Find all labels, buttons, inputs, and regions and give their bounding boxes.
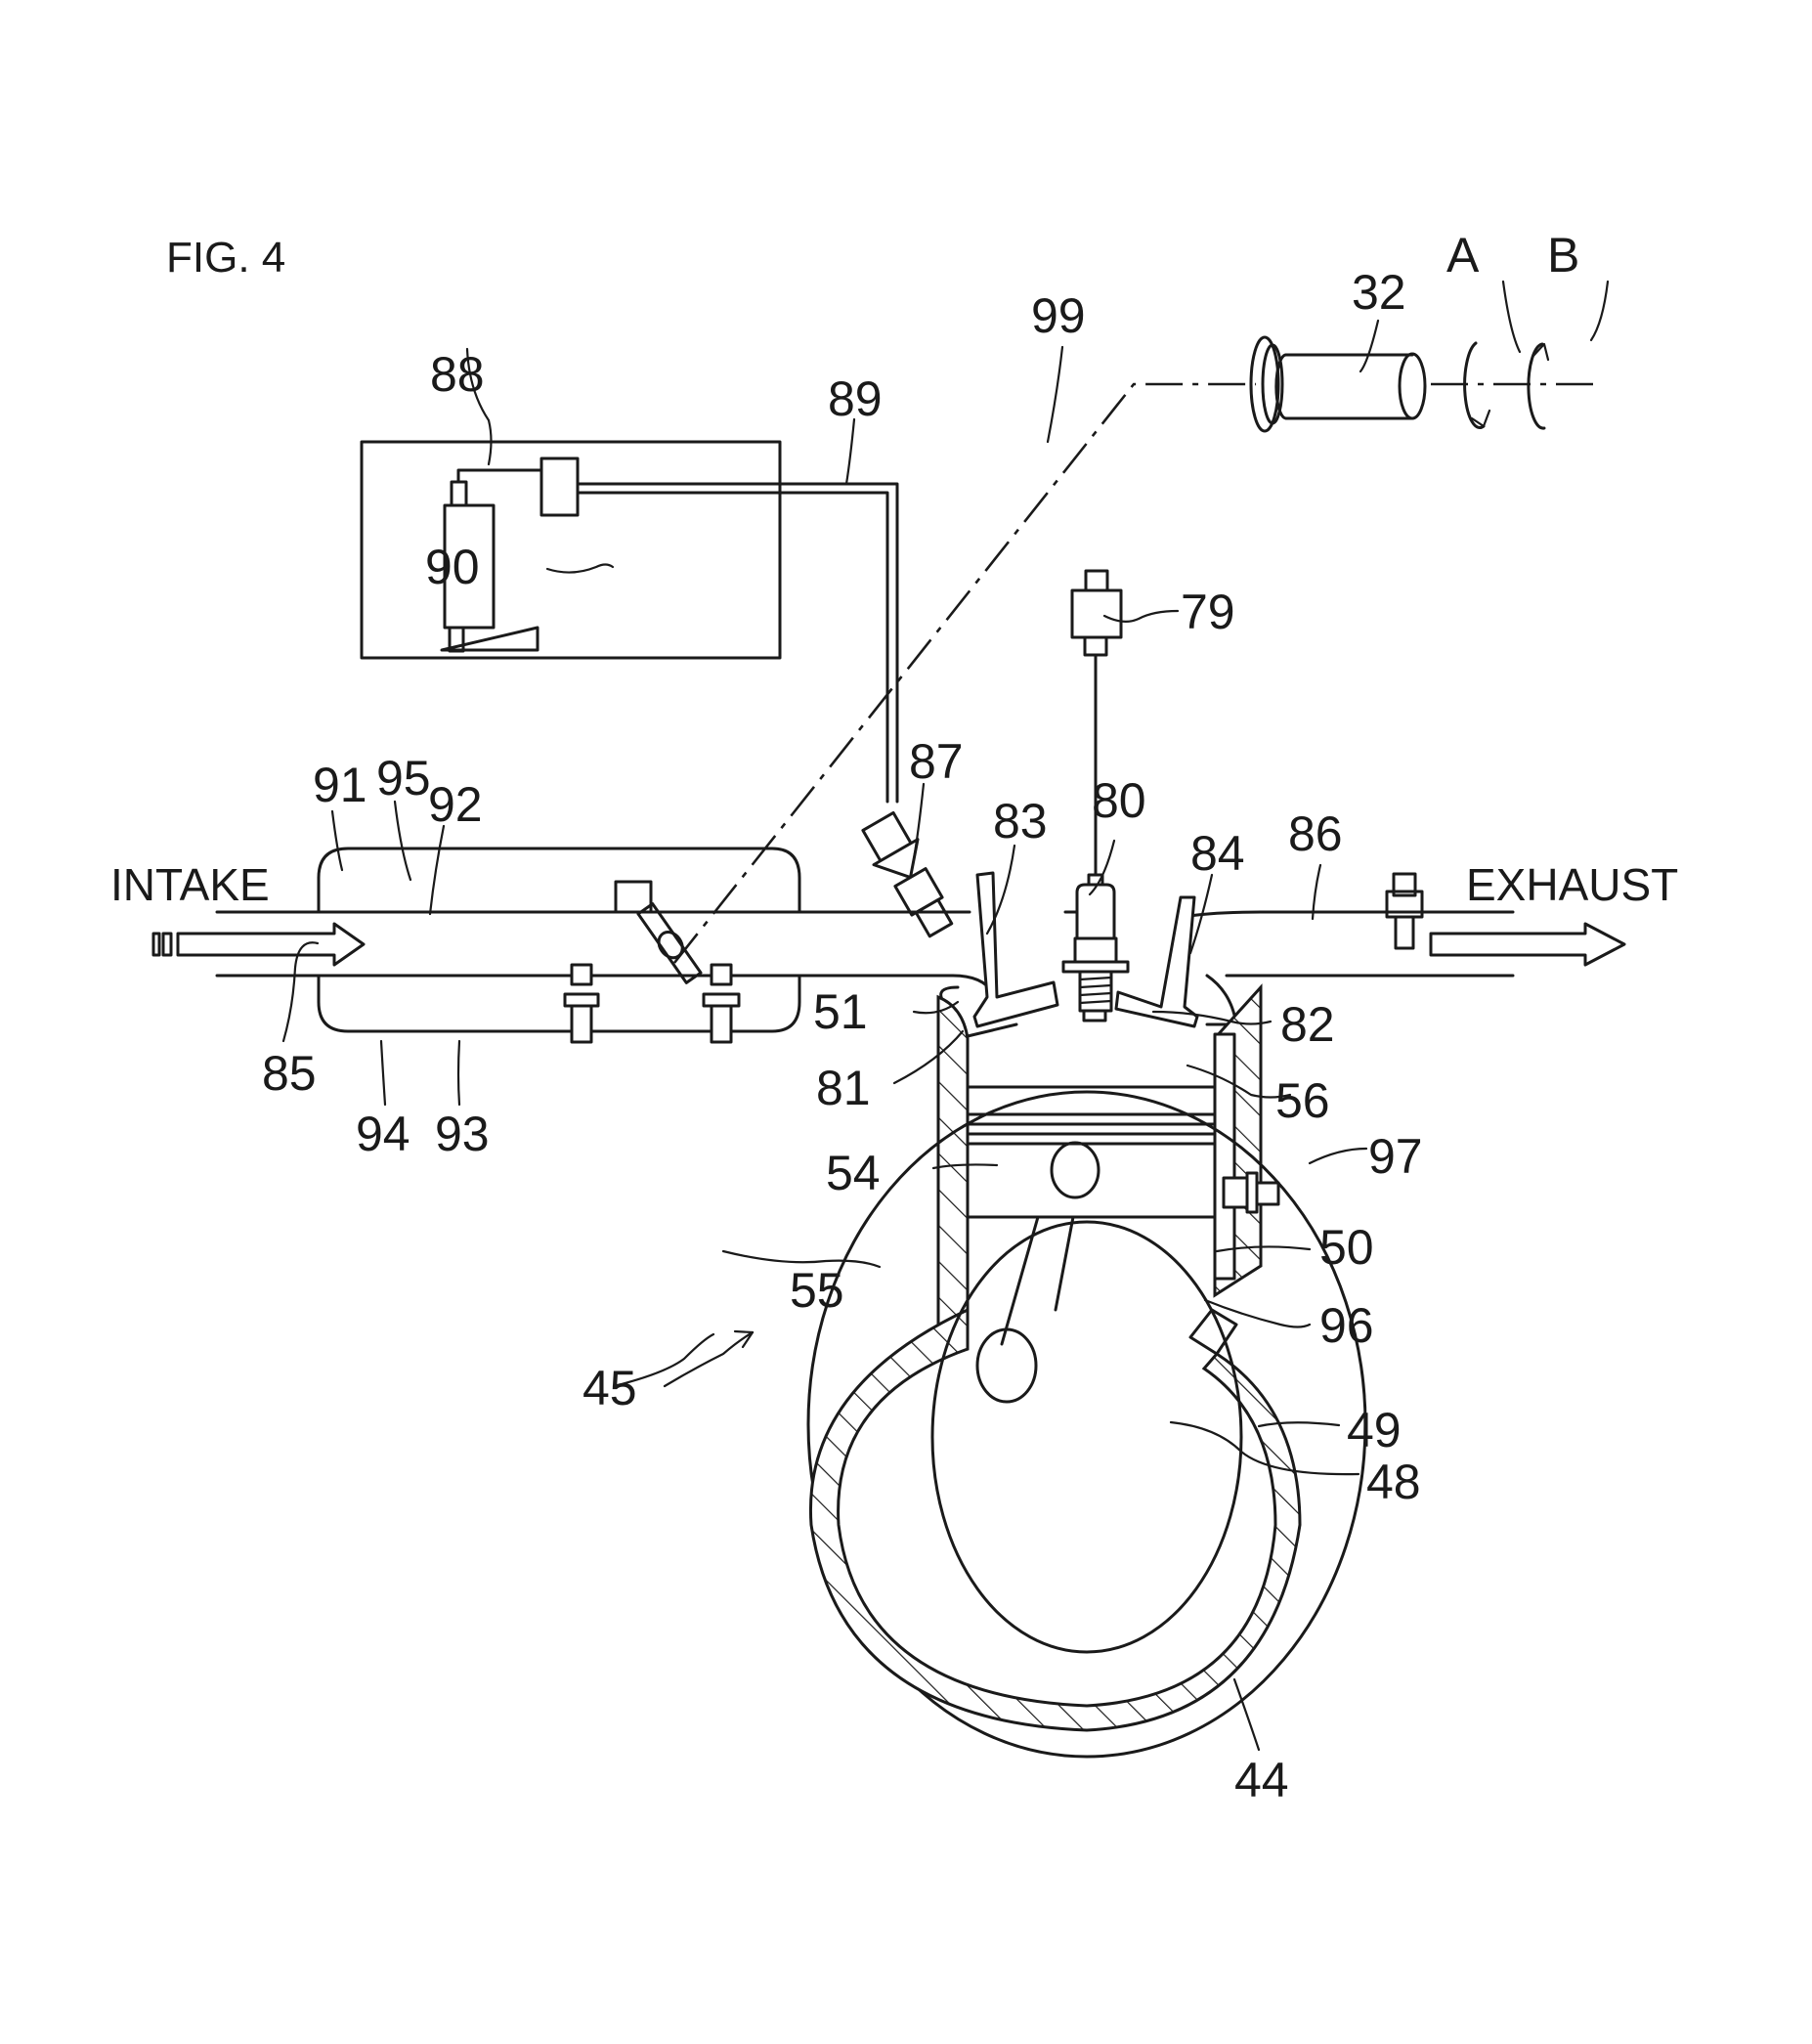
numeral-81: 81	[816, 1061, 871, 1115]
rotation-label-a: A	[1446, 228, 1480, 283]
numeral-82: 82	[1280, 997, 1335, 1052]
numeral-92: 92	[428, 777, 483, 832]
numeral-96: 96	[1319, 1298, 1374, 1353]
numeral-99: 99	[1031, 288, 1086, 343]
crankshaft	[930, 1220, 1243, 1654]
numeral-97: 97	[1368, 1129, 1423, 1184]
cylinder	[936, 983, 1280, 1362]
numeral-95: 95	[376, 751, 431, 805]
numeral-56: 56	[1275, 1073, 1330, 1128]
numeral-83: 83	[993, 794, 1048, 848]
piston	[966, 1085, 1217, 1219]
figure-title: FIG. 4	[166, 234, 285, 282]
numeral-84: 84	[1190, 826, 1245, 881]
numeral-32: 32	[1352, 265, 1406, 320]
intake-pressure-sensor	[702, 963, 741, 1044]
numeral-90: 90	[425, 540, 480, 594]
numeral-50: 50	[1319, 1220, 1374, 1275]
injector	[861, 810, 954, 938]
rotation-label-b: B	[1547, 228, 1579, 283]
numeral-54: 54	[826, 1146, 881, 1200]
connecting-rod	[975, 1215, 1075, 1404]
numeral-45: 45	[582, 1361, 637, 1415]
numeral-79: 79	[1181, 585, 1235, 639]
throttle-cable	[672, 382, 1256, 964]
intake-valve	[972, 871, 1059, 1028]
numeral-48: 48	[1366, 1455, 1421, 1509]
numeral-89: 89	[828, 371, 883, 426]
crank-chamber-wall	[808, 1307, 1302, 1732]
engine-pointer-arrow	[663, 1330, 755, 1388]
numeral-55: 55	[790, 1263, 844, 1318]
numeral-94: 94	[356, 1107, 410, 1161]
numeral-80: 80	[1092, 773, 1146, 828]
intake-temperature-sensor	[563, 963, 600, 1044]
exhaust-valve	[1114, 895, 1199, 1028]
numeral-91: 91	[313, 758, 367, 812]
fuel-hose	[576, 482, 899, 804]
numeral-93: 93	[435, 1107, 490, 1161]
crankcase	[806, 1090, 1367, 1759]
spark-plug	[1061, 873, 1130, 1022]
numeral-51: 51	[813, 984, 868, 1039]
numeral-88: 88	[430, 347, 485, 402]
numeral-49: 49	[1347, 1403, 1402, 1457]
numeral-87: 87	[909, 734, 964, 789]
ignition-coil	[1070, 569, 1123, 877]
fuel-tank	[360, 440, 782, 660]
intake-pipe	[151, 847, 1001, 1044]
intake-label: INTAKE	[110, 859, 270, 910]
labels: INTAKE EXHAUST A B 88 90 89 99 32 79 91 …	[110, 228, 1678, 1807]
numeral-85: 85	[262, 1046, 317, 1101]
exhaust-label: EXHAUST	[1466, 859, 1678, 910]
numeral-86: 86	[1288, 806, 1343, 861]
grip	[1249, 335, 1550, 433]
leader-lines	[281, 280, 1610, 1752]
numeral-44: 44	[1234, 1753, 1289, 1807]
